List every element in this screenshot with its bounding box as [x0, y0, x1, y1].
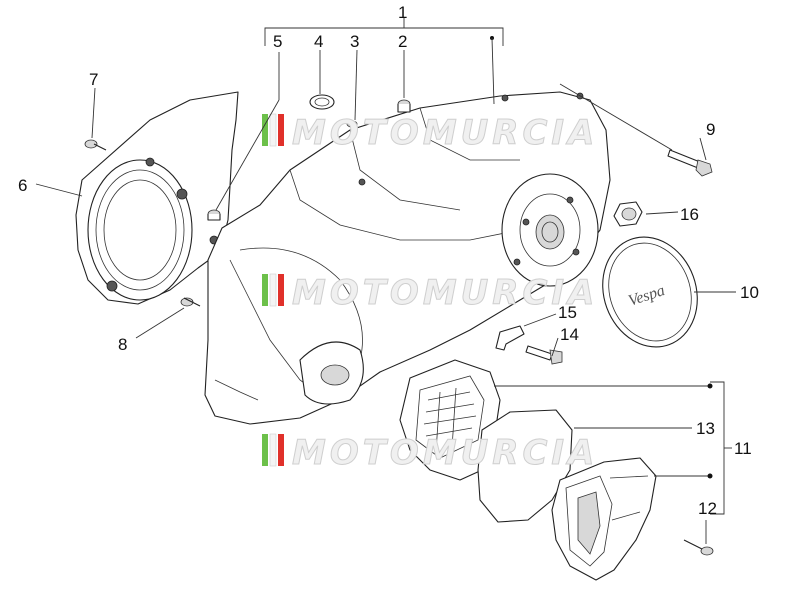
part-12-screw: [683, 539, 714, 556]
crankcase-cover-main: [204, 91, 611, 425]
part-15-clip: [495, 325, 525, 351]
part-6-gasket-plate: [75, 91, 239, 305]
callout-1: 1: [398, 3, 407, 22]
leader-lines: [35, 18, 736, 544]
callout-3: 3: [350, 32, 359, 51]
part-9-bolt: [667, 149, 713, 177]
callout-15: 15: [558, 303, 577, 322]
callout-labels: 1 2 3 4 5 6 7 8 9 10 11 12 13 14 15 16: [18, 3, 759, 518]
callout-8: 8: [118, 335, 127, 354]
callout-6: 6: [18, 176, 27, 195]
watermark-middle: MOTOMURCIA: [262, 273, 598, 314]
part-11-air-duct-upper: [399, 359, 501, 481]
watermark-top: MOTOMURCIA: [262, 113, 598, 154]
callout-9: 9: [706, 120, 715, 139]
part-10-logo-cover: Vespa: [602, 236, 698, 348]
callout-2: 2: [398, 32, 407, 51]
part-5-dowel: [207, 209, 221, 221]
callout-7: 7: [89, 70, 98, 89]
watermark-text-top: MOTOMURCIA: [292, 113, 598, 153]
part-14-bolt: [525, 345, 563, 365]
part-16-rubber-bush: [613, 201, 643, 227]
part-4-o-ring: [309, 94, 335, 110]
callout-16: 16: [680, 205, 699, 224]
part-8-screw: [180, 297, 201, 307]
part-13-sponge-filter: [477, 409, 573, 523]
callout-11: 11: [734, 439, 752, 458]
callout-12: 12: [698, 499, 717, 518]
part-11-air-duct-lower: [551, 457, 657, 581]
callout-14: 14: [560, 325, 579, 344]
watermark-text-bottom: MOTOMURCIA: [292, 433, 598, 473]
part-2-dowel: [397, 99, 411, 113]
callout-13: 13: [696, 419, 715, 438]
watermark-bottom: MOTOMURCIA: [262, 433, 598, 474]
part-3-dowel: [346, 120, 358, 128]
callout-5: 5: [273, 32, 282, 51]
watermark-text-middle: MOTOMURCIA: [292, 273, 598, 313]
part-7-screw: [84, 139, 107, 151]
callout-10: 10: [740, 283, 759, 302]
callout-4: 4: [314, 32, 323, 51]
